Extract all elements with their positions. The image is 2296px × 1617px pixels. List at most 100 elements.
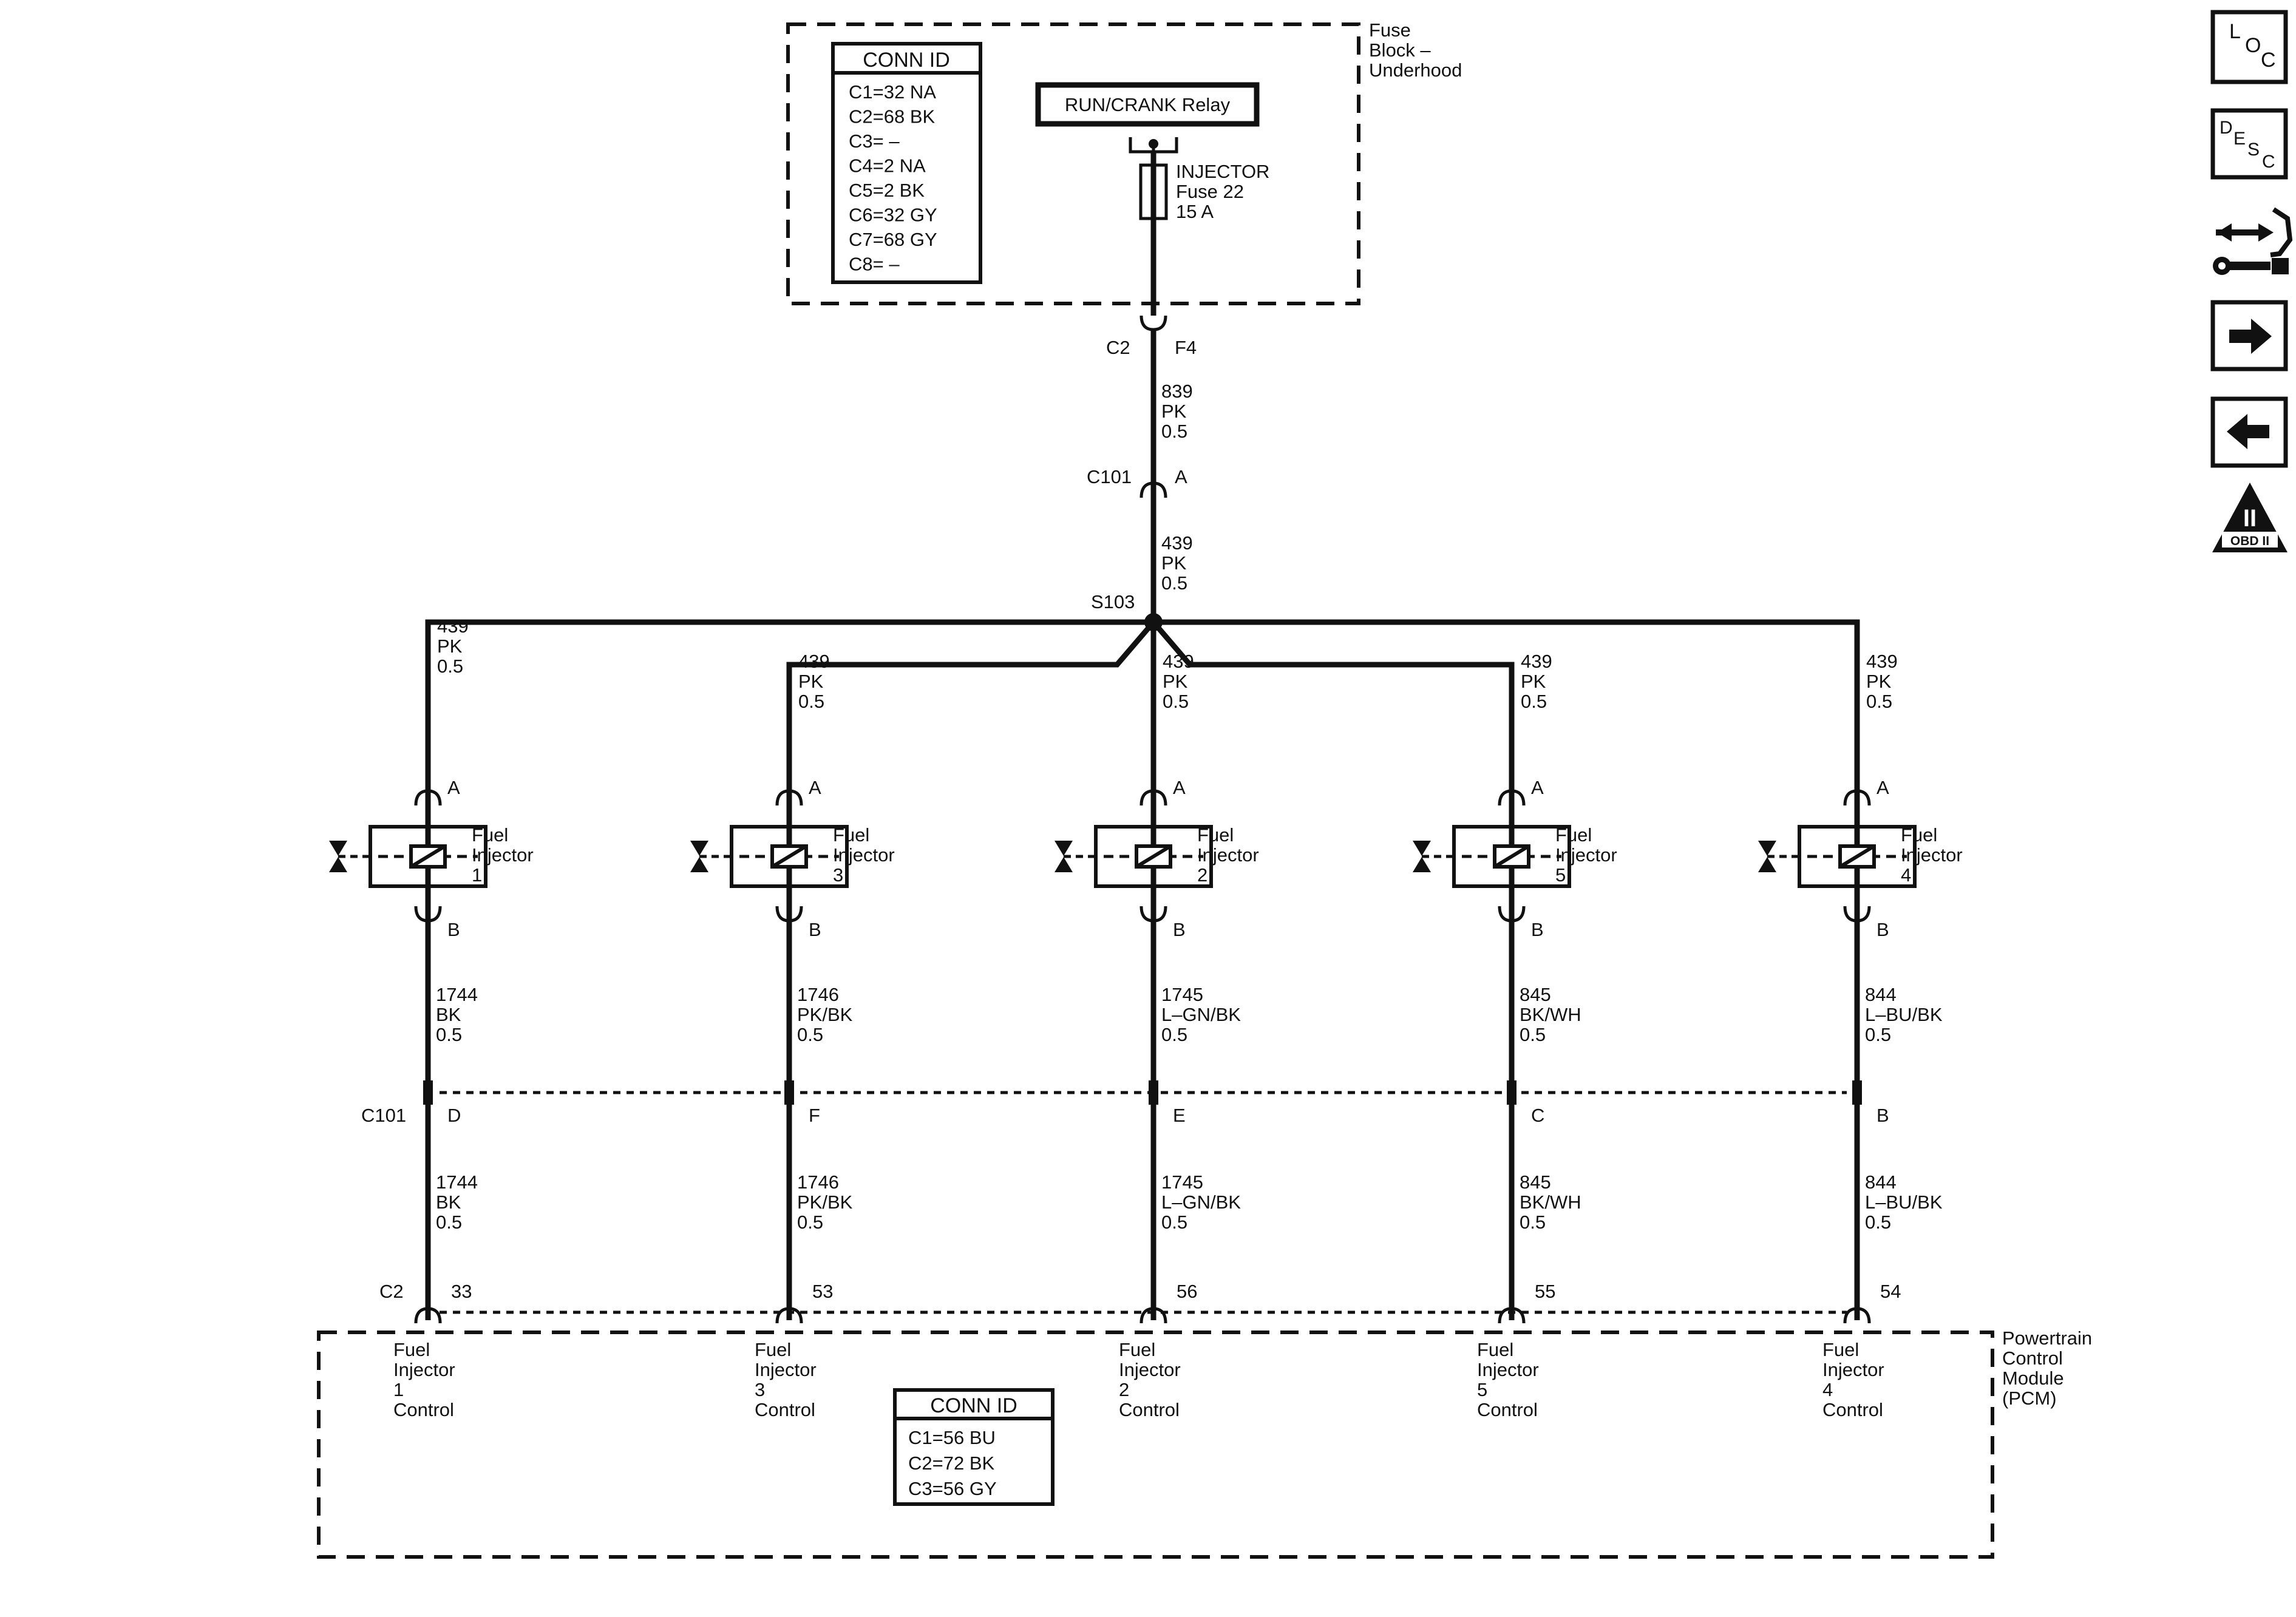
pcm-control-label-line1: Fuel: [393, 1339, 430, 1360]
pcm-wire-color: BK/WH: [1520, 1192, 1581, 1213]
fuse-label-3: 15 A: [1176, 201, 1214, 222]
pcm-module: Powertrain Control Module (PCM) CONN ID …: [317, 1327, 2092, 1559]
desc-letter-e: E: [2233, 129, 2246, 149]
connector-tool-button[interactable]: [2213, 207, 2293, 275]
fuel-injector-column: 439PK0.5AFuelInjector3B1746PK/BK0.5F1746…: [690, 651, 895, 1420]
desc-button[interactable]: D E S C: [2210, 108, 2288, 180]
pcm-wire-number: 844: [1865, 1171, 1897, 1193]
fuse-label-2: Fuse 22: [1176, 181, 1244, 202]
lower-wire-color: L–BU/BK: [1865, 1004, 1943, 1025]
c101-pin-label: E: [1173, 1105, 1186, 1126]
upper-wire-color: PK: [437, 636, 463, 657]
lower-wire-number: 844: [1865, 984, 1897, 1005]
splice-label: S103: [1091, 591, 1135, 612]
injector-label-line3: 4: [1901, 864, 1911, 886]
upper-wire-size: 0.5: [437, 656, 463, 677]
upper-wire-color: PK: [1866, 671, 1892, 692]
pcm-control-label-line2: Injector: [1477, 1359, 1539, 1380]
loc-letter-o: O: [2245, 34, 2261, 57]
pcm-wire-color: PK/BK: [797, 1192, 853, 1213]
valve-icon: [329, 841, 347, 872]
pcm-control-label-line3: 2: [1119, 1379, 1129, 1400]
arrow-right-icon: [2229, 319, 2272, 354]
fuse-conn-id-row: C3= –: [849, 131, 900, 152]
fuse-conn-id-row: C4=2 NA: [849, 155, 926, 177]
next-button[interactable]: [2210, 300, 2288, 371]
lower-wire-number: 845: [1520, 984, 1551, 1005]
upper-wire-color: PK: [798, 671, 824, 692]
c2-f4-connector: [1140, 315, 1167, 331]
upper-wire-number: 439: [1521, 651, 1552, 672]
fuse-label-1: INJECTOR: [1176, 161, 1269, 182]
c101-pin-terminal: [1852, 1080, 1862, 1105]
upper-wire-color: PK: [1521, 671, 1546, 692]
arrow-left-icon: [2227, 414, 2269, 449]
fuse-block-outline: [786, 22, 1360, 305]
pcm-wire-color: BK: [436, 1192, 461, 1213]
pcm-control-label-line4: Control: [1822, 1399, 1883, 1420]
wire-439-color: PK: [1161, 552, 1187, 574]
pcm-wire-number: 1745: [1161, 1171, 1203, 1193]
pcm-wire-size: 0.5: [1161, 1212, 1187, 1233]
upper-wire-size: 0.5: [1163, 691, 1189, 712]
pin-a-label: A: [809, 777, 821, 798]
run-crank-relay: RUN/CRANK Relay: [1035, 82, 1260, 127]
fuse-block-label-3: Underhood: [1369, 59, 1462, 81]
lower-wire-color: BK/WH: [1520, 1004, 1581, 1025]
pin-b-label: B: [1173, 919, 1186, 940]
previous-button[interactable]: [2210, 396, 2288, 468]
pcm-control-label-line2: Injector: [755, 1359, 817, 1380]
injector-label-line1: Fuel: [472, 824, 508, 846]
pcm-wire-color: L–BU/BK: [1865, 1192, 1943, 1213]
pcm-c2-label: C2: [379, 1281, 404, 1302]
injector-label-line2: Injector: [1555, 844, 1617, 866]
desc-letter-d: D: [2220, 118, 2233, 138]
pcm-control-label-line2: Injector: [1822, 1359, 1884, 1380]
pcm-control-label-line1: Fuel: [755, 1339, 791, 1360]
lower-wire-color: BK: [436, 1004, 461, 1025]
lower-wire-size: 0.5: [797, 1024, 823, 1045]
lower-wire-size: 0.5: [1520, 1024, 1546, 1045]
obd-ii-warning-icon: II OBD II: [2212, 483, 2288, 552]
fuse-conn-id-row: C2=68 BK: [849, 106, 936, 127]
injector-label-line3: 2: [1197, 864, 1207, 886]
pcm-wire-size: 0.5: [1520, 1212, 1546, 1233]
pcm-label-2: Control: [2002, 1348, 2063, 1369]
pcm-conn-id-row: C2=72 BK: [908, 1453, 995, 1474]
desc-letter-c: C: [2262, 152, 2275, 172]
pcm-control-label-line3: 1: [393, 1379, 404, 1400]
obd-ii-button[interactable]: II OBD II: [2212, 483, 2288, 552]
pin-a-label: A: [447, 777, 460, 798]
pcm-wire-number: 1746: [797, 1171, 839, 1193]
pcm-control-label-line4: Control: [1119, 1399, 1180, 1420]
injector-label-line1: Fuel: [1197, 824, 1234, 846]
valve-icon: [690, 841, 708, 872]
lower-wire-color: L–GN/BK: [1161, 1004, 1241, 1025]
fuel-injector-column: 439PK0.5AFuelInjector1B1744BK0.5D1744BK0…: [329, 615, 534, 1420]
pcm-conn-id-row: C3=56 GY: [908, 1478, 997, 1499]
injector-label-line2: Injector: [833, 844, 895, 866]
pin-b-label: B: [1877, 919, 1889, 940]
c101-pin-label: F: [809, 1105, 820, 1126]
lower-wire-number: 1746: [797, 984, 839, 1005]
pcm-control-label-line1: Fuel: [1822, 1339, 1859, 1360]
valve-icon: [1413, 841, 1431, 872]
loc-button[interactable]: L O C: [2210, 10, 2288, 84]
upper-wire-size: 0.5: [1866, 691, 1892, 712]
c2-label: C2: [1106, 337, 1130, 358]
pcm-pin-label: 54: [1880, 1281, 1901, 1302]
pcm-control-label-line3: 3: [755, 1379, 765, 1400]
pcm-control-label-line2: Injector: [1119, 1359, 1181, 1380]
fuse-block-label-2: Block –: [1369, 39, 1431, 61]
pcm-pin-label: 55: [1535, 1281, 1555, 1302]
injector-label-line3: 5: [1555, 864, 1566, 886]
wire-439-number: 439: [1161, 532, 1193, 554]
pcm-control-label-line4: Control: [1477, 1399, 1538, 1420]
fuse-block-label-1: Fuse: [1369, 19, 1411, 41]
fuse-conn-id-row: C7=68 GY: [849, 229, 937, 250]
upper-wire-color: PK: [1163, 671, 1188, 692]
pcm-pin-label: 53: [812, 1281, 833, 1302]
